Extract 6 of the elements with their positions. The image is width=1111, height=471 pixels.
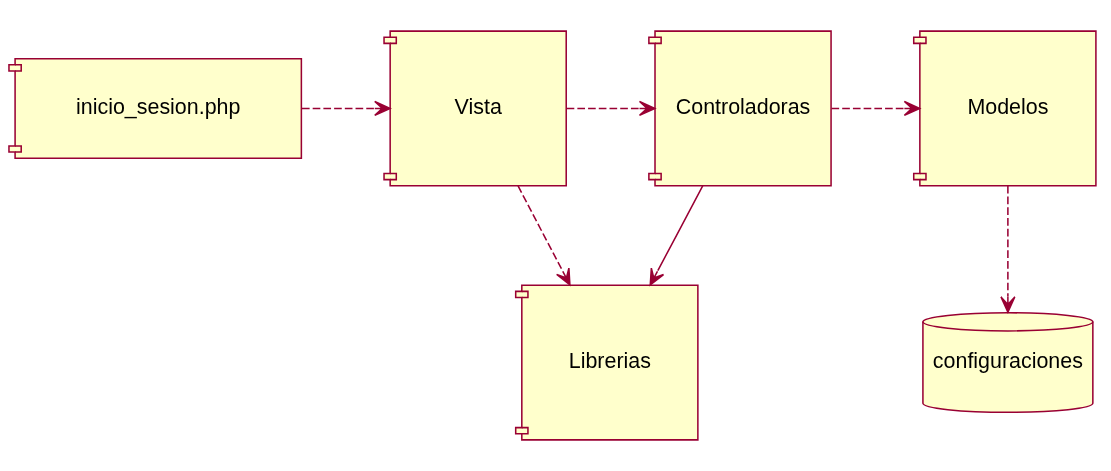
arrow — [301, 100, 391, 117]
arrow — [649, 185, 704, 286]
arrow — [517, 185, 571, 286]
arrow — [1000, 185, 1016, 313]
arrow — [830, 100, 921, 117]
arrow — [565, 100, 656, 117]
